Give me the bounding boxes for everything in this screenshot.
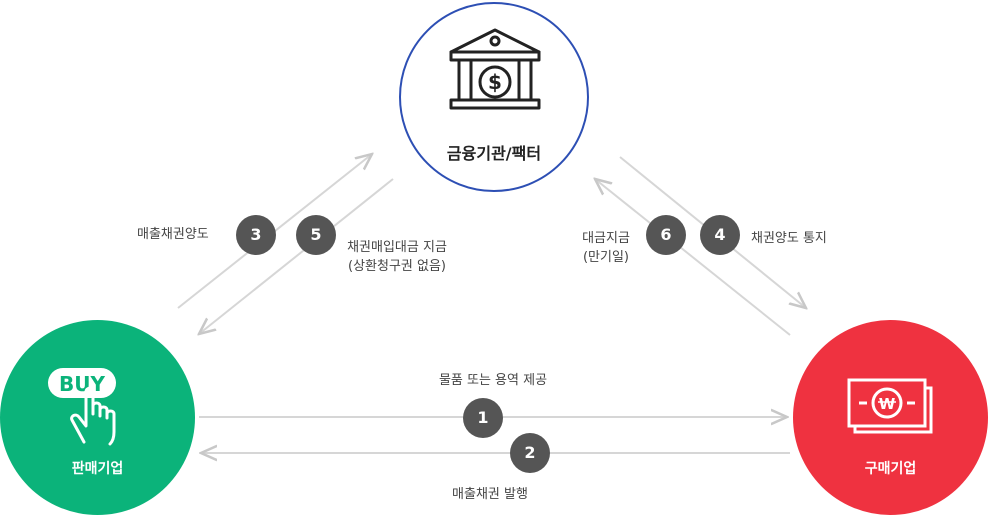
step-badge-3: 3 <box>236 215 276 255</box>
step-label-6-line1: 대금지금 <box>582 231 630 246</box>
buy-hand-icon: BUY <box>48 368 116 446</box>
bank-node: $ 금융기관/팩터 <box>399 2 589 192</box>
step-label-2: 매출채권 발행 <box>452 487 528 502</box>
arrow-step6 <box>595 179 791 336</box>
step-badge-4: 4 <box>700 215 740 255</box>
step-badge-5: 5 <box>296 215 336 255</box>
seller-node: BUY 판매기업 <box>0 320 195 515</box>
step-label-4: 채권양도 통지 <box>751 231 827 246</box>
svg-text:BUY: BUY <box>59 372 105 396</box>
seller-label: 판매기업 <box>71 461 124 477</box>
step-badge-6: 6 <box>646 215 686 255</box>
step-label-5: 채권매입대금 지금 (상환청구권 없음) <box>335 238 459 276</box>
step-label-3: 매출채권양도 <box>137 227 209 242</box>
step-badge-2: 2 <box>510 433 550 473</box>
buyer-label: 구매기업 <box>864 461 917 477</box>
bank-label: 금융기관/팩터 <box>446 144 542 163</box>
svg-text:W: W <box>879 395 896 413</box>
step-label-5-line2: (상환청구권 없음) <box>348 259 446 274</box>
step-label-6-line2: (만기일) <box>582 250 630 265</box>
step-label-5-line1: 채권매입대금 지금 <box>347 240 447 255</box>
buyer-node: W 구매기업 <box>793 320 988 515</box>
svg-text:$: $ <box>488 70 502 94</box>
step-badge-1: 1 <box>463 398 503 438</box>
arrow-step5 <box>199 178 394 334</box>
step-label-1: 물품 또는 용역 제공 <box>438 373 548 388</box>
step-label-6: 대금지금 (만기일) <box>566 229 646 267</box>
won-bill-icon: W <box>847 378 933 434</box>
bank-icon: $ <box>449 28 541 110</box>
